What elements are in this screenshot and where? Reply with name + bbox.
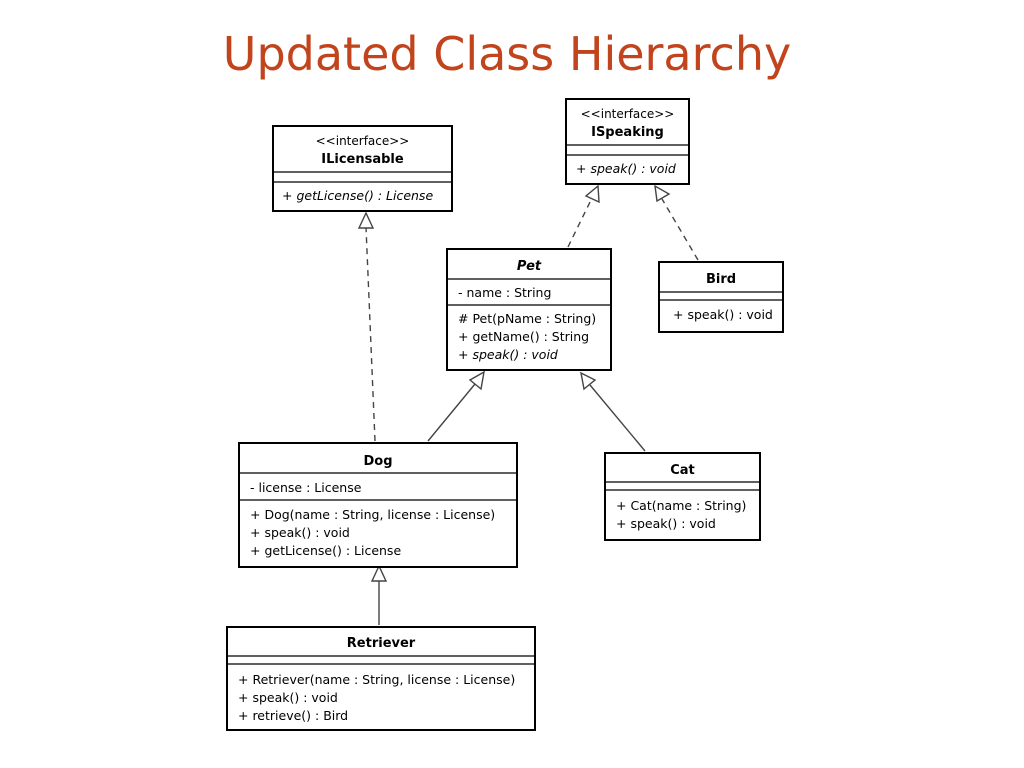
class-dog-name: Dog	[363, 454, 392, 469]
pet-realizes-ispeaking-line	[567, 197, 593, 248]
dog-realizes-ilicensable-arrowhead	[357, 211, 375, 229]
class-bird-box	[658, 261, 784, 333]
class-ilicensable: <<interface>> ILicensable + getLicense()…	[272, 125, 453, 212]
class-cat-box	[604, 452, 761, 541]
class-ispeaking: <<interface>> ISpeaking + speak() : void	[565, 98, 690, 185]
class-bird-name: Bird	[706, 272, 736, 287]
dog-extends-pet-line	[427, 383, 476, 442]
class-dog-operation: + speak() : void	[250, 525, 350, 540]
class-pet-operation: # Pet(pName : String)	[458, 311, 596, 326]
class-ilicensable-name: ILicensable	[321, 152, 404, 167]
dog-extends-pet-arrowhead	[468, 370, 485, 391]
dog-realizes-ilicensable-line	[365, 226, 376, 442]
pet-realizes-ispeaking-arrowhead	[584, 184, 600, 204]
class-cat: Cat + Cat(name : String) + speak() : voi…	[604, 452, 761, 541]
class-pet-attribute: - name : String	[458, 285, 551, 300]
class-ilicensable-box	[272, 125, 453, 212]
cat-extends-pet-arrowhead	[580, 371, 597, 391]
class-ispeaking-stereotype: <<interface>>	[581, 107, 675, 121]
retriever-extends-dog-arrowhead	[370, 564, 388, 582]
class-pet: Pet - name : String # Pet(pName : String…	[446, 248, 612, 371]
cat-extends-pet-line	[589, 384, 646, 452]
class-pet-name: Pet	[517, 259, 542, 274]
class-ispeaking-name: ISpeaking	[591, 125, 664, 140]
class-bird: Bird + speak() : void	[658, 261, 784, 333]
class-ispeaking-operation: + speak() : void	[576, 161, 676, 176]
class-dog-operation: + getLicense() : License	[250, 543, 401, 558]
class-dog-operation: + Dog(name : String, license : License)	[250, 507, 495, 522]
class-dog-attribute: - license : License	[250, 480, 362, 495]
class-retriever: Retriever + Retriever(name : String, lic…	[226, 626, 536, 731]
class-pet-operation: + speak() : void	[458, 347, 558, 362]
class-retriever-box	[226, 626, 536, 731]
class-retriever-operation: + Retriever(name : String, license : Lic…	[238, 672, 515, 687]
slide-title: Updated Class Hierarchy	[222, 27, 792, 81]
class-cat-operation: + Cat(name : String)	[616, 498, 746, 513]
relationship-lines	[357, 184, 699, 625]
bird-realizes-ispeaking-arrowhead	[654, 184, 671, 203]
class-bird-operation: + speak() : void	[673, 307, 773, 322]
class-retriever-name: Retriever	[347, 636, 416, 651]
class-dog-box	[238, 442, 518, 568]
class-retriever-operation: + speak() : void	[238, 690, 338, 705]
class-ilicensable-operation: + getLicense() : License	[282, 188, 433, 203]
class-pet-operation: + getName() : String	[458, 329, 589, 344]
class-retriever-operation: + retrieve() : Bird	[238, 708, 348, 723]
class-cat-name: Cat	[670, 463, 695, 478]
class-ilicensable-stereotype: <<interface>>	[316, 134, 410, 148]
class-ispeaking-box	[565, 98, 690, 185]
class-pet-box	[446, 248, 612, 371]
class-dog: Dog - license : License + Dog(name : Str…	[238, 442, 518, 568]
class-cat-operation: + speak() : void	[616, 516, 716, 531]
bird-realizes-ispeaking-line	[661, 198, 699, 261]
